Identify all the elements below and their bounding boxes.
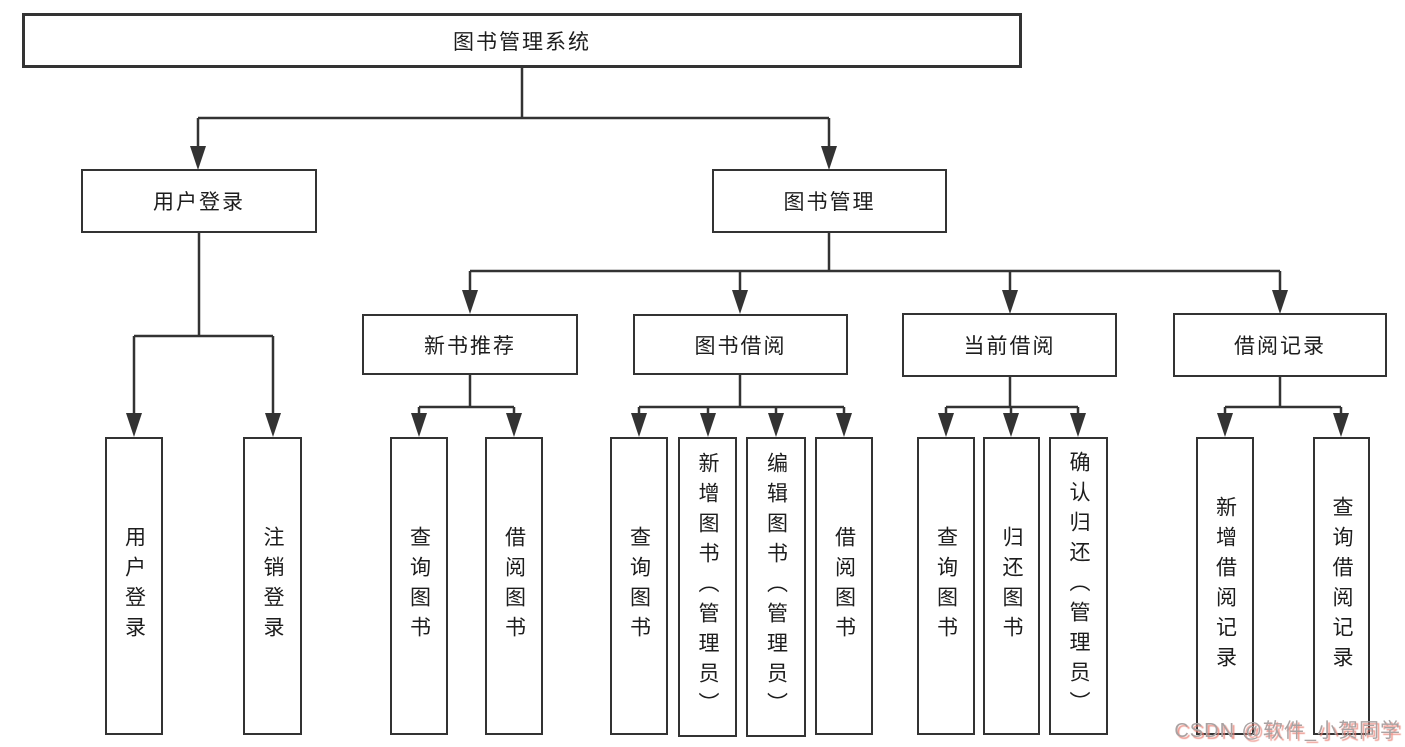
leaf-label: 新增借阅记录 xyxy=(1213,496,1237,676)
leaf-logout: 注销登录 xyxy=(243,437,302,735)
leaf-query-books-borrow: 查询图书 xyxy=(610,437,668,735)
node-borrow-records: 借阅记录 xyxy=(1173,313,1387,377)
csdn-watermark: CSDN @软件_小贺同学 xyxy=(1174,720,1401,742)
leaf-confirm-return-admin: 确认归还（管理员） xyxy=(1049,437,1108,735)
node-book-borrow: 图书借阅 xyxy=(633,314,848,375)
node-new-book-recommend: 新书推荐 xyxy=(362,314,578,375)
leaf-borrow-books: 借阅图书 xyxy=(815,437,873,735)
node-root-system: 图书管理系统 xyxy=(22,13,1022,68)
leaf-edit-books-admin: 编辑图书（管理员） xyxy=(746,437,806,737)
leaf-label: 查询图书 xyxy=(627,526,651,646)
leaf-add-books-admin: 新增图书（管理员） xyxy=(678,437,737,737)
leaf-query-borrow-record: 查询借阅记录 xyxy=(1313,437,1370,735)
leaf-query-books-current: 查询图书 xyxy=(917,437,975,735)
leaf-return-books: 归还图书 xyxy=(983,437,1040,735)
leaf-label: 查询图书 xyxy=(407,526,431,646)
leaf-label: 借阅图书 xyxy=(832,526,856,646)
leaf-query-books-recommend: 查询图书 xyxy=(390,437,448,735)
leaf-label: 注销登录 xyxy=(261,526,284,646)
leaf-add-borrow-record: 新增借阅记录 xyxy=(1196,437,1254,735)
leaf-label: 归还图书 xyxy=(1000,526,1023,646)
leaf-user-login: 用户登录 xyxy=(105,437,163,735)
leaf-label: 确认归还（管理员） xyxy=(1067,451,1090,721)
leaf-label: 借阅图书 xyxy=(502,526,526,646)
leaf-label: 编辑图书（管理员） xyxy=(764,452,788,722)
leaf-label: 新增图书（管理员） xyxy=(696,452,719,722)
node-book-management: 图书管理 xyxy=(712,169,947,233)
leaf-label: 查询借阅记录 xyxy=(1330,496,1353,676)
leaf-label: 查询图书 xyxy=(934,526,958,646)
leaf-label: 用户登录 xyxy=(122,526,146,646)
arrowhead-icons xyxy=(126,146,1349,437)
leaf-borrow-books-recommend: 借阅图书 xyxy=(485,437,543,735)
node-current-borrow: 当前借阅 xyxy=(902,313,1117,377)
node-user-login: 用户登录 xyxy=(81,169,317,233)
